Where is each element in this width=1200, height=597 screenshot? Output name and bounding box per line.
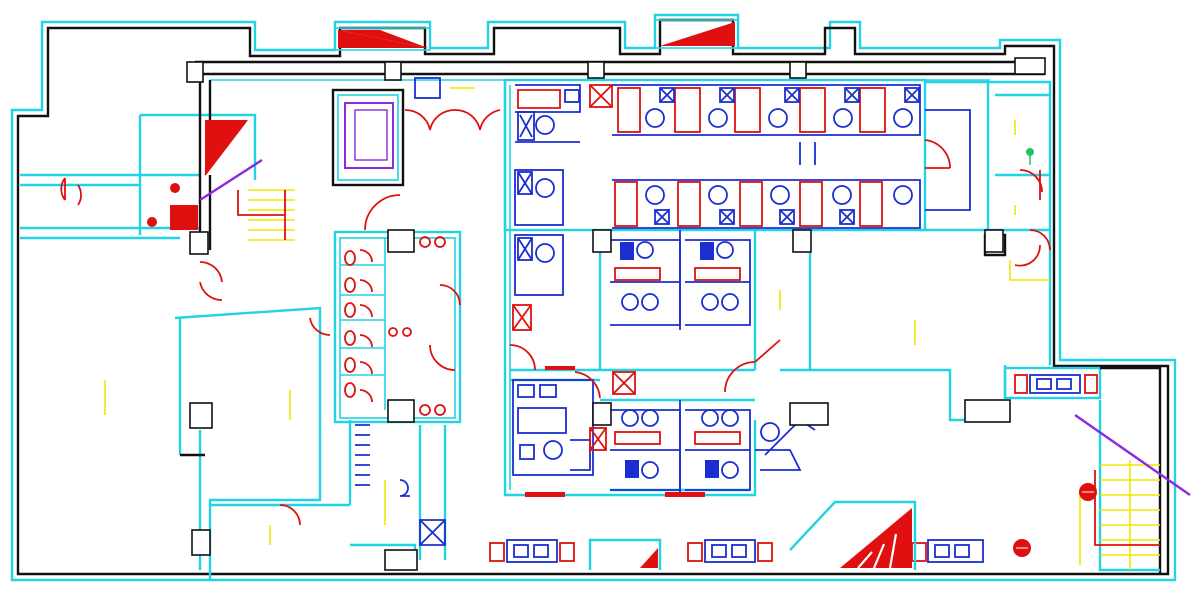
bottom-entrance-ramps bbox=[588, 500, 917, 570]
left-stair-core bbox=[147, 119, 295, 241]
left-offices bbox=[509, 169, 564, 371]
workstation-clusters bbox=[610, 230, 751, 495]
right-stair bbox=[1003, 366, 1191, 575]
bottom-furniture bbox=[489, 539, 984, 563]
right-office bbox=[779, 80, 1052, 423]
middle-workstations bbox=[612, 109, 971, 229]
left-wing-doors bbox=[60, 177, 331, 545]
meeting-room bbox=[512, 366, 705, 497]
structural-columns bbox=[186, 57, 1046, 571]
lobby-doors bbox=[364, 77, 501, 231]
elevator-shaft bbox=[331, 88, 405, 187]
left-wing bbox=[20, 80, 350, 580]
restrooms bbox=[333, 229, 462, 424]
service-corridor bbox=[348, 420, 447, 570]
lounge-seating bbox=[724, 339, 816, 471]
top-entrance-ramps bbox=[334, 19, 739, 51]
restroom-fixtures bbox=[344, 236, 446, 416]
top-workstations bbox=[515, 84, 921, 165]
